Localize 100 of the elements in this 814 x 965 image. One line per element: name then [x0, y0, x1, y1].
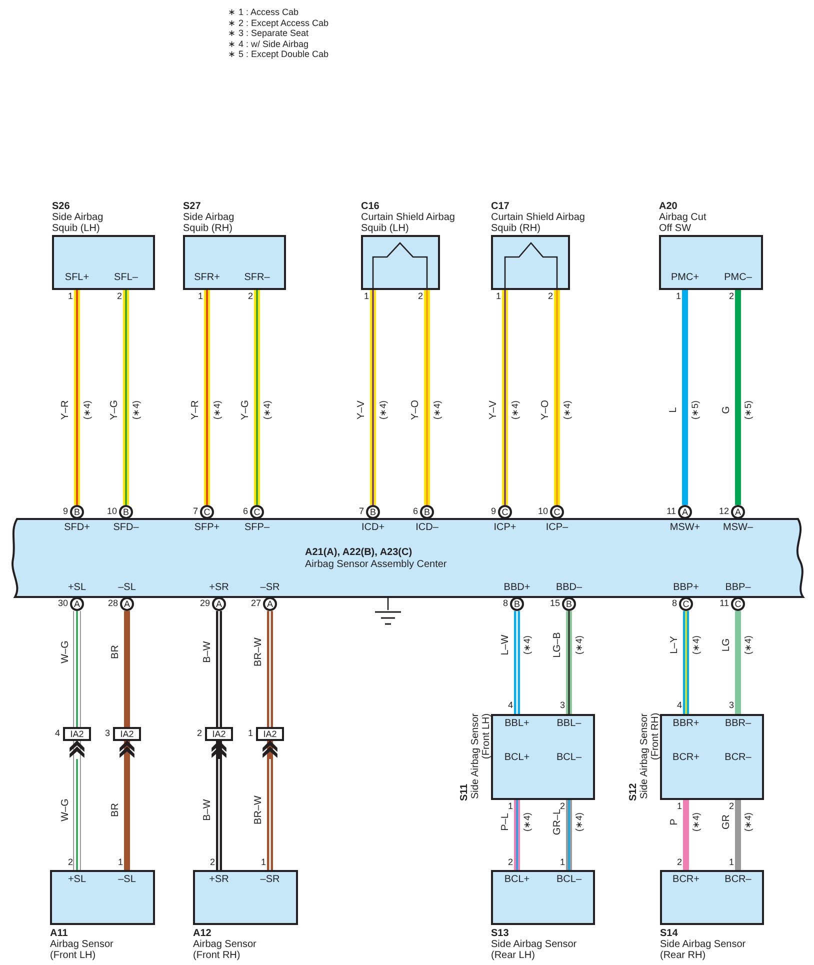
connector-pin-circle: A — [678, 505, 692, 519]
component-name: Airbag Cut Off SW — [659, 212, 708, 234]
pin-label: –SL — [118, 582, 136, 593]
condition-note: (∗4) — [82, 400, 93, 420]
component-code: A11 — [50, 928, 68, 939]
condition-note: (∗4) — [510, 400, 521, 420]
wire-color-label: BR — [110, 803, 121, 817]
pin-label: SFP+ — [194, 522, 220, 533]
connector-pin-circle: B — [420, 505, 434, 519]
pin-number: 4 — [508, 700, 513, 711]
condition-note: (∗5) — [743, 400, 754, 420]
pin-label: +SR — [209, 582, 229, 593]
condition-note: (∗4) — [574, 812, 585, 832]
component-code: A20 — [659, 201, 678, 212]
pin-number: 11 — [666, 506, 676, 517]
pin-label: BBR+ — [672, 718, 700, 729]
pin-label: BBD– — [556, 582, 582, 593]
pin-label: BBP+ — [673, 582, 699, 593]
wire-color-label: L — [668, 407, 679, 413]
condition-note: (∗4) — [378, 400, 389, 420]
wire-color-label: BR — [110, 645, 121, 659]
pin-label: BBD+ — [504, 582, 530, 593]
junction-connector: IA2 — [113, 727, 141, 741]
component-code: S12 — [628, 783, 639, 801]
junction-connector: IA2 — [205, 727, 233, 741]
wire-color-label: BR–W — [253, 638, 264, 666]
wire-color-label: GR — [721, 814, 732, 830]
pin-number: 27 — [250, 598, 261, 609]
pin-label: +SL — [68, 582, 86, 593]
pin-number: 1 — [496, 291, 501, 302]
pin-number: 1 — [560, 857, 565, 868]
condition-note: (∗4) — [262, 400, 273, 420]
component-name: Airbag Sensor Assembly Center — [305, 559, 447, 570]
pin-label: BCR– — [724, 874, 752, 885]
pin-number: 10 — [538, 506, 548, 517]
pin-label: BCL+ — [504, 874, 530, 885]
condition-note: (∗5) — [690, 400, 701, 420]
pin-number: 1 — [364, 291, 369, 302]
pin-number: 2 — [248, 291, 253, 302]
connector-pin-circle: B — [510, 597, 524, 611]
wire-color-label: P–L — [500, 813, 511, 831]
wire-color-label: LG — [721, 638, 732, 652]
pin-number: 8 — [672, 598, 677, 609]
pin-label: –SR — [260, 874, 280, 885]
connector-pin-circle: B — [366, 505, 380, 519]
pin-number: 2 — [196, 728, 202, 739]
pin-number: 8 — [502, 598, 508, 609]
component-code: S13 — [491, 928, 509, 939]
pin-number: 11 — [720, 598, 729, 609]
pin-number: 1 — [676, 291, 681, 302]
component-name: Curtain Shield Airbag Squib (RH) — [491, 212, 586, 234]
pin-label: +SR — [209, 874, 229, 885]
pin-number: 9 — [490, 506, 496, 517]
component-name: Side Airbag Sensor (Front RH) — [639, 713, 661, 801]
note-text: ∗ 5 : Except Double Cab — [228, 49, 329, 60]
pin-label: BBP– — [725, 582, 751, 593]
pin-number: 15 — [550, 598, 560, 609]
wire-color-label: Y–R — [60, 400, 71, 420]
pin-label: +SL — [68, 874, 86, 885]
connector-pin-circle: B — [70, 505, 84, 519]
pin-number: 7 — [192, 506, 198, 517]
pin-label: SFL+ — [64, 272, 90, 283]
pin-label: BCR– — [724, 752, 752, 763]
pin-label: BCL– — [556, 752, 582, 763]
wire-color-label: BR–W — [253, 796, 264, 824]
pin-number: 2 — [418, 291, 423, 302]
junction-connector: IA2 — [256, 727, 284, 741]
connector-pin-circle: B — [119, 505, 133, 519]
pin-number: 1 — [248, 728, 253, 739]
pin-number: 1 — [260, 857, 266, 868]
pin-label: MSW– — [723, 522, 753, 533]
connector-pin-circle: C — [679, 597, 693, 611]
pin-number: 2 — [676, 857, 682, 868]
component-name: Side Airbag Squib (LH) — [52, 212, 104, 234]
pin-number: 3 — [728, 700, 734, 711]
connector-pin-circle: A — [731, 505, 745, 519]
wire-color-label: B–W — [202, 799, 213, 821]
pin-label: SFD+ — [64, 522, 90, 533]
component-code: S14 — [660, 928, 678, 939]
pin-label: BCL– — [556, 874, 582, 885]
pin-number: 29 — [200, 598, 210, 609]
condition-note: (∗4) — [691, 812, 702, 832]
condition-note: (∗4) — [691, 636, 702, 654]
component-code: S27 — [183, 201, 201, 212]
component-code: S26 — [52, 201, 70, 212]
condition-note: (∗4) — [562, 400, 573, 420]
pin-number: 1 — [676, 801, 682, 812]
pin-label: ICD– — [416, 522, 438, 533]
pin-label: SFR– — [244, 272, 270, 283]
pin-label: MSW+ — [670, 522, 700, 533]
condition-note: (∗4) — [522, 636, 533, 654]
component-code: S11 — [459, 784, 470, 801]
connector-pin-circle: A — [212, 597, 226, 611]
note-text: ∗ 3 : Separate Seat — [228, 28, 309, 39]
pin-number: 3 — [104, 728, 110, 739]
pin-number: 2 — [728, 801, 734, 812]
pin-number: 2 — [68, 857, 73, 868]
component-code: C16 — [361, 201, 380, 212]
connector-pin-circle: A — [120, 597, 134, 611]
note-text: ∗ 1 : Access Cab — [228, 7, 299, 18]
